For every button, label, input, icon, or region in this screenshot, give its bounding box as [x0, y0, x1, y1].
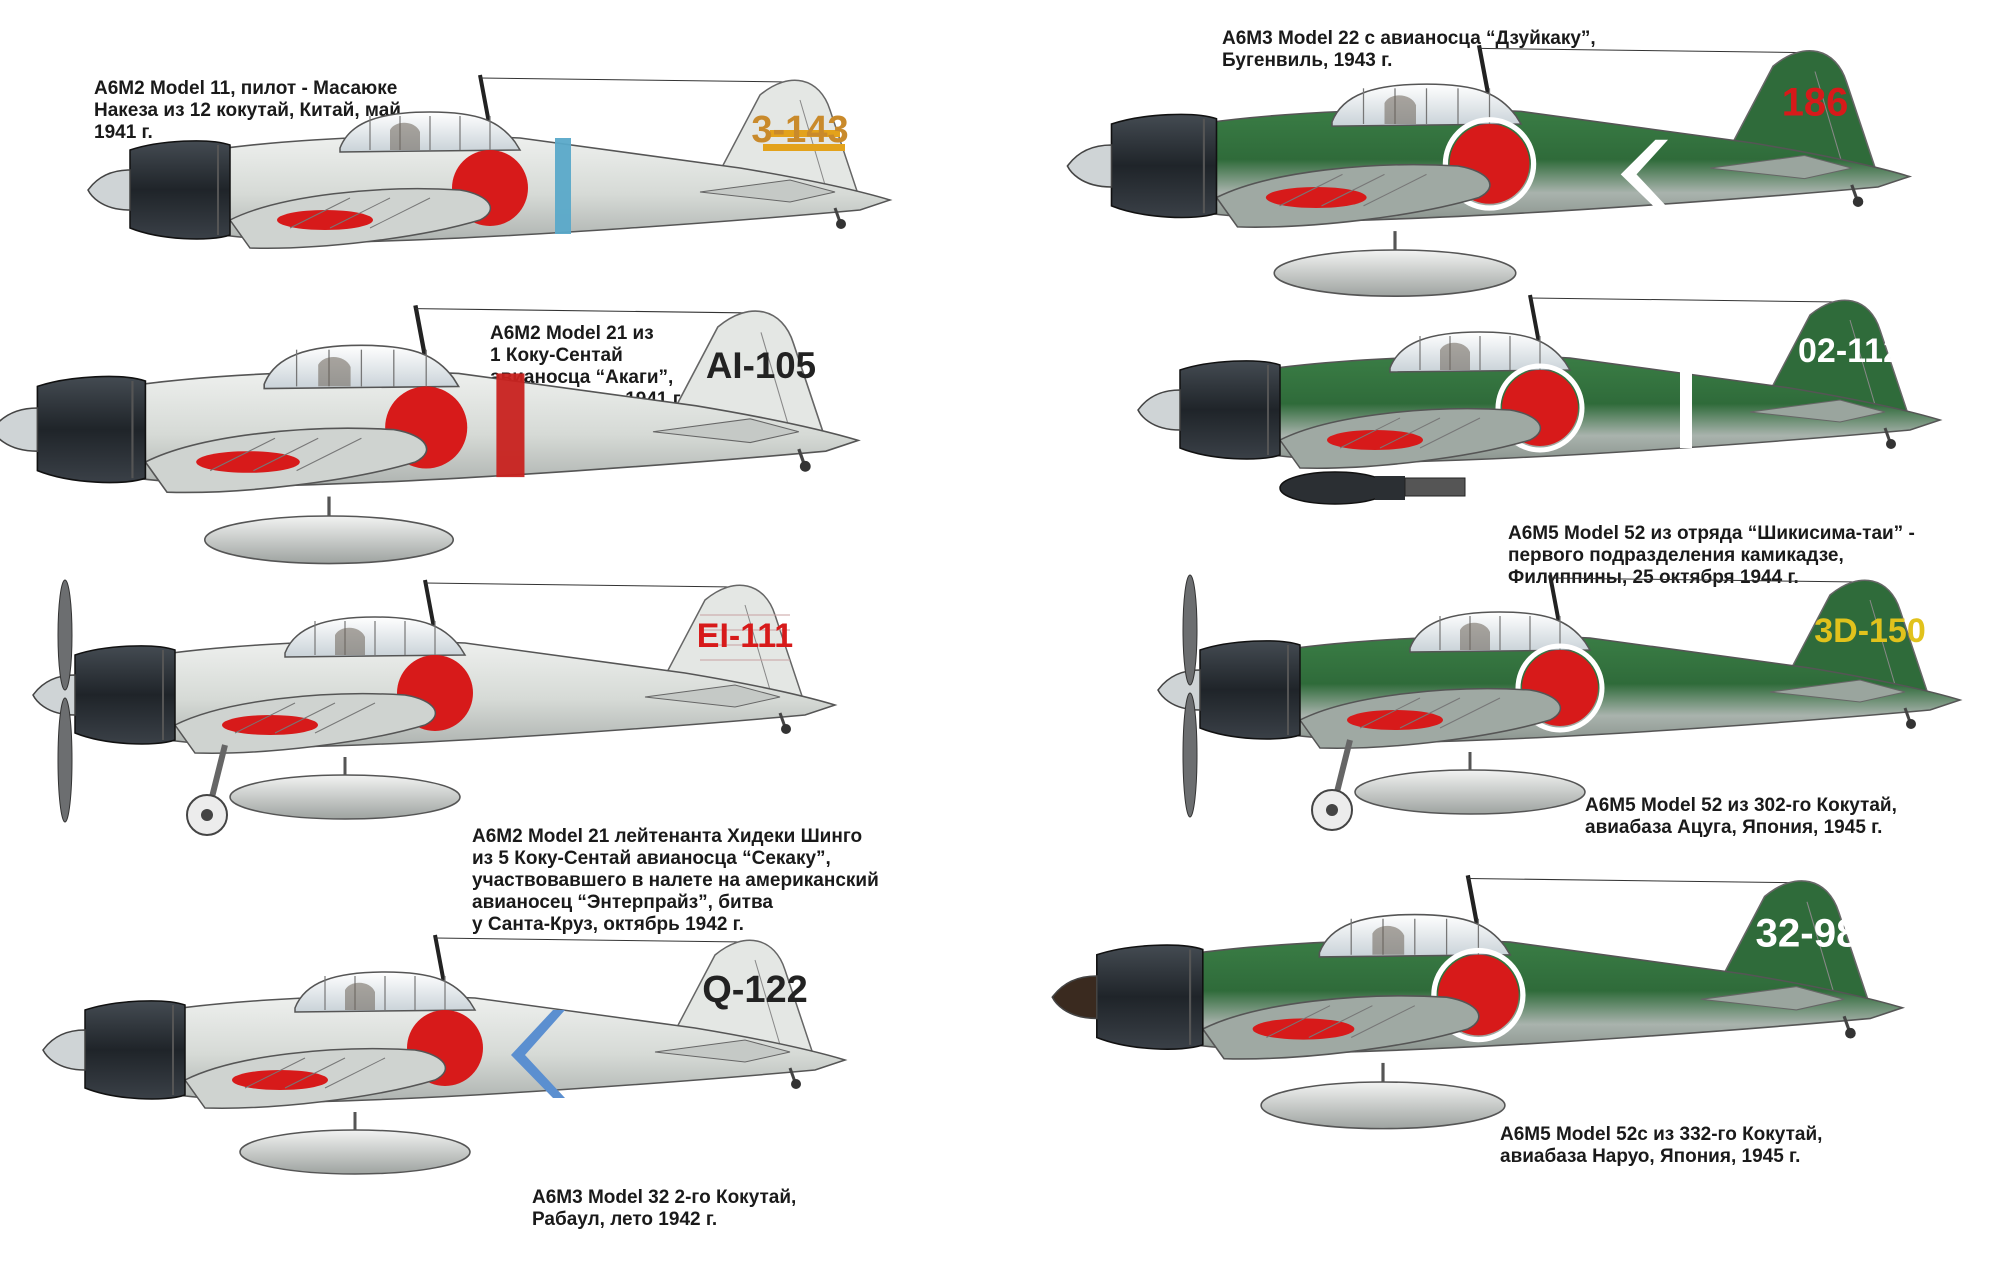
- engine-cowling: [74, 645, 176, 745]
- engine-cowling: [1110, 113, 1218, 219]
- wing-roundel: [222, 715, 318, 735]
- caption-line: Накеза из 12 кокутай, Китай, май: [94, 100, 401, 121]
- caption-line: авианосец “Энтерпрайз”, битва: [472, 892, 773, 913]
- aircraft-illustration-2: AI-105: [0, 305, 861, 565]
- bomb: [1279, 471, 1391, 505]
- caption-line: Филиппины, 25 октября 1944 г.: [1508, 567, 1799, 588]
- wing-roundel: [232, 1070, 328, 1090]
- caption-line: A6M2 Model 11, пилот - Масаюке: [94, 78, 398, 99]
- caption-line: Рабаул, лето 1942 г.: [532, 1209, 718, 1230]
- caption-line: первого подразделения камикадзе,: [1508, 545, 1844, 566]
- wing-roundel: [1252, 1018, 1355, 1040]
- wing-roundel: [1347, 710, 1443, 730]
- drop-tank: [1260, 1081, 1506, 1130]
- caption-line: авиабаза Ацуга, Япония, 1945 г.: [1585, 817, 1883, 838]
- caption-plane-4: A6M3 Model 32 2-го Кокутай, Рабаул, лето…: [532, 1187, 796, 1231]
- landing-gear: [1311, 739, 1353, 831]
- wing-roundel: [1265, 187, 1367, 208]
- propeller: [57, 579, 73, 823]
- aircraft-illustration-6: 02-112: [1137, 294, 1943, 505]
- tail-code: 02-112: [1798, 332, 1902, 370]
- tail-code: 186: [1782, 81, 1849, 125]
- caption-line: A6M3 Model 22 с авианосца “Дзуйкаку”,: [1222, 28, 1596, 49]
- engine-cowling: [1096, 944, 1204, 1050]
- aircraft-illustration-3: EI-111: [32, 579, 838, 836]
- propeller-spinner: [87, 169, 131, 211]
- tail-code: AI-105: [706, 345, 816, 386]
- tail-code: 3-143: [751, 109, 848, 151]
- caption-line: участвовавшего в налете на американский: [472, 870, 879, 891]
- caption-line: 1 Коку-Сентай: [490, 345, 623, 366]
- engine-cowling: [84, 1000, 186, 1100]
- drop-tank: [239, 1129, 471, 1175]
- tail-code: 32-98: [1756, 910, 1859, 955]
- engine-cowling: [1199, 640, 1301, 740]
- caption-line: авианосца “Акаги”,: [490, 367, 674, 388]
- propeller: [1182, 574, 1198, 818]
- drop-tank: [203, 515, 455, 565]
- propeller-spinner: [42, 1029, 86, 1071]
- aircraft-illustration-8: 32-98: [1051, 874, 1906, 1130]
- caption-line: A6M5 Model 52c из 332-го Кокутай,: [1500, 1124, 1823, 1145]
- caption-line: у Санта-Круз, октябрь 1942 г.: [472, 914, 744, 935]
- caption-line: A6M5 Model 52 из отряда “Шикисима-таи” -: [1508, 523, 1915, 544]
- caption-line: авиабаза Наруо, Япония, 1945 г.: [1500, 1146, 1801, 1167]
- wing-roundel: [196, 451, 300, 473]
- tail-code: Q-122: [702, 969, 808, 1011]
- landing-gear: [186, 744, 228, 836]
- tail-code: EI-111: [697, 617, 793, 655]
- tail-code: 3D-150: [1814, 612, 1926, 650]
- propeller-spinner: [1137, 389, 1181, 431]
- caption-plane-6: A6M5 Model 52 из отряда “Шикисима-таи” -…: [1508, 523, 1915, 589]
- aircraft-illustration-1: 3-143: [87, 74, 893, 249]
- drop-tank: [229, 774, 461, 820]
- propeller-spinner: [1051, 975, 1098, 1020]
- caption-plane-8: A6M5 Model 52c из 332-го Кокутай, авиаба…: [1500, 1124, 1822, 1168]
- engine-cowling: [36, 375, 147, 484]
- fuselage-band: [555, 138, 571, 234]
- caption-line: A6M3 Model 32 2-го Кокутай,: [532, 1187, 797, 1208]
- caption-plane-7: A6M5 Model 52 из 302-го Кокутай, авиабаз…: [1585, 795, 1897, 839]
- engine-cowling: [129, 140, 231, 240]
- caption-line: A6M5 Model 52 из 302-го Кокутай,: [1585, 795, 1897, 816]
- aircraft-illustration-7: 3D-150: [1157, 574, 1963, 831]
- aircraft-illustration-5: 186: [1066, 44, 1913, 297]
- caption-line: из 5 Коку-Сентай авианосца “Секаку”,: [472, 848, 831, 869]
- drop-tank: [1354, 769, 1586, 815]
- fuselage-band: [496, 373, 525, 478]
- caption-plane-3: A6M2 Model 21 лейтенанта Хидеки Шинго из…: [472, 826, 879, 936]
- propeller-spinner: [1066, 144, 1113, 188]
- wing-roundel: [1327, 430, 1423, 450]
- engine-cowling: [1179, 360, 1281, 460]
- caption-line: A6M2 Model 21 лейтенанта Хидеки Шинго: [472, 826, 863, 847]
- caption-line: A6M2 Model 21 из: [490, 323, 654, 344]
- caption-line: Бугенвиль, 1943 г.: [1222, 50, 1393, 71]
- caption-plane-5: A6M3 Model 22 с авианосца “Дзуйкаку”, Бу…: [1222, 28, 1596, 72]
- propeller-spinner: [0, 407, 39, 453]
- wing-roundel: [277, 210, 373, 230]
- aircraft-illustration-4: Q-122: [42, 934, 848, 1175]
- caption-plane-1: A6M2 Model 11, пилот - Масаюке Накеза из…: [94, 78, 401, 144]
- caption-line: 1941 г.: [94, 122, 153, 143]
